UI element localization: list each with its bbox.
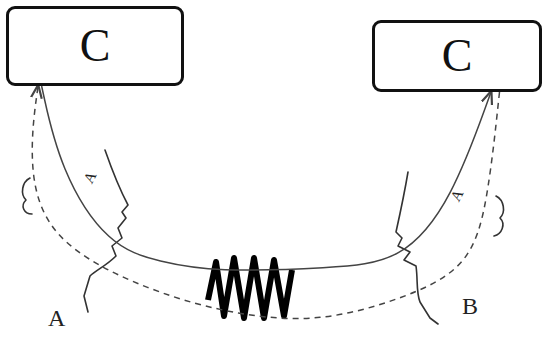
speaker-letter: B xyxy=(462,294,478,318)
concept-letter: C xyxy=(442,33,473,79)
right-ear xyxy=(494,196,503,236)
circuit-line xyxy=(32,86,499,319)
concept-box: C xyxy=(372,20,542,92)
speaker-letter: A xyxy=(448,187,466,204)
left-ear xyxy=(23,178,32,214)
speaker-letter: A xyxy=(48,306,65,330)
circuit-line xyxy=(42,86,491,270)
speaker-letter: A xyxy=(81,169,99,186)
concept-box: C xyxy=(6,6,184,86)
right-face xyxy=(396,172,438,324)
concept-letter: C xyxy=(80,23,111,69)
